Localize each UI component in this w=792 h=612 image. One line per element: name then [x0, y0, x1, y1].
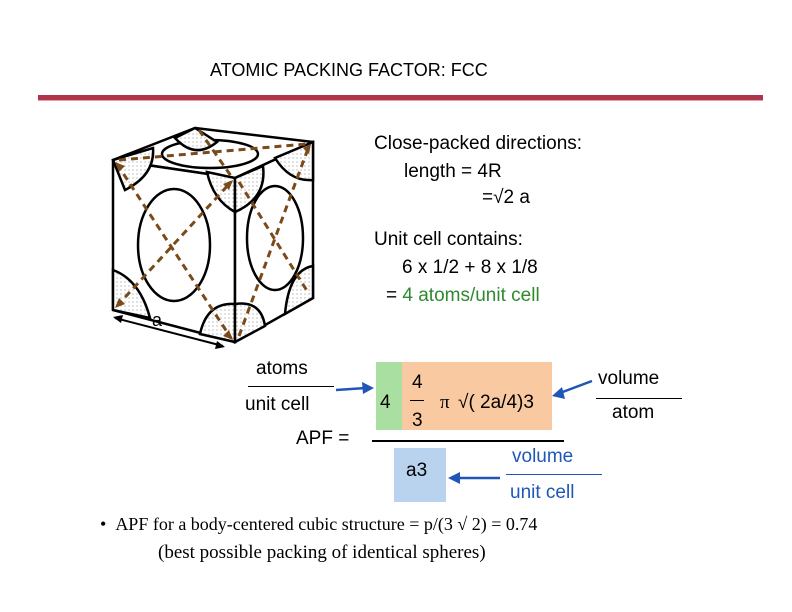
fcc-unit-cell-figure — [111, 126, 315, 349]
sphere-volume-fraction-bar — [410, 400, 424, 401]
bcc-apf-text: APF for a body-centered cubic structure … — [115, 514, 453, 534]
equals-sign: = — [482, 187, 494, 208]
volume-per-cell-bar — [506, 474, 602, 475]
bcc-apf-value: 2) = 0.74 — [471, 514, 538, 534]
directions-heading: Close-packed directions: — [374, 133, 583, 154]
sqrt-symbol: √ — [457, 514, 468, 534]
directions-length: length = 4R — [404, 161, 502, 182]
unit-cell-count-expr: 6 x 1/2 + 8 x 1/8 — [402, 257, 538, 278]
apf-fraction-bar — [372, 440, 564, 442]
atom-count-coefficient: 4 — [380, 392, 391, 413]
volume-label-bottom: volume — [512, 446, 574, 467]
volume-per-atom-bar — [596, 398, 682, 399]
bullet-marker: • — [100, 514, 107, 534]
page-title: ATOMIC PACKING FACTOR: FCC — [210, 60, 488, 80]
packing-note: (best possible packing of identical sphe… — [158, 542, 486, 563]
unit-cell-label-bottom: unit cell — [510, 482, 575, 503]
directions-value: 2 a — [503, 187, 530, 208]
apf-label: APF = — [296, 428, 350, 449]
atoms-per-cell-fraction-bar — [248, 386, 334, 387]
pi-symbol: π — [440, 392, 450, 413]
sphere-volume-denominator: 3 — [412, 410, 423, 431]
edge-length-label: a — [152, 310, 163, 330]
title-divider — [38, 95, 763, 100]
atom-count-highlight — [376, 362, 402, 430]
volume-atom-arrow — [559, 379, 593, 395]
atom-label: atom — [612, 402, 655, 423]
unit-cell-total: = 4 atoms/unit cell — [386, 285, 540, 307]
bcc-apf-bullet: • APF for a body-centered cubic structur… — [100, 514, 537, 535]
sqrt-symbol: √ — [493, 187, 504, 208]
cell-volume-a3: a3 — [406, 460, 428, 481]
radius-expression: √( 2a/4)3 — [458, 392, 534, 414]
sqrt-symbol: √ — [458, 392, 469, 413]
atoms-arrow — [335, 386, 367, 392]
directions-equals: =√2 a — [482, 187, 530, 209]
unit-cell-label: unit cell — [245, 394, 310, 415]
volume-label-top: volume — [598, 368, 660, 389]
unit-cell-heading: Unit cell contains: — [374, 229, 523, 250]
atoms-label: atoms — [256, 358, 308, 379]
sphere-volume-numerator: 4 — [412, 372, 423, 393]
radius-expr-text: ( 2a/4)3 — [468, 392, 534, 413]
cell-volume-highlight — [394, 448, 446, 502]
unit-cell-total-prefix: = — [386, 285, 403, 306]
unit-cell-total-value: 4 atoms/unit cell — [402, 285, 540, 306]
atom-volume-highlight — [402, 362, 552, 430]
